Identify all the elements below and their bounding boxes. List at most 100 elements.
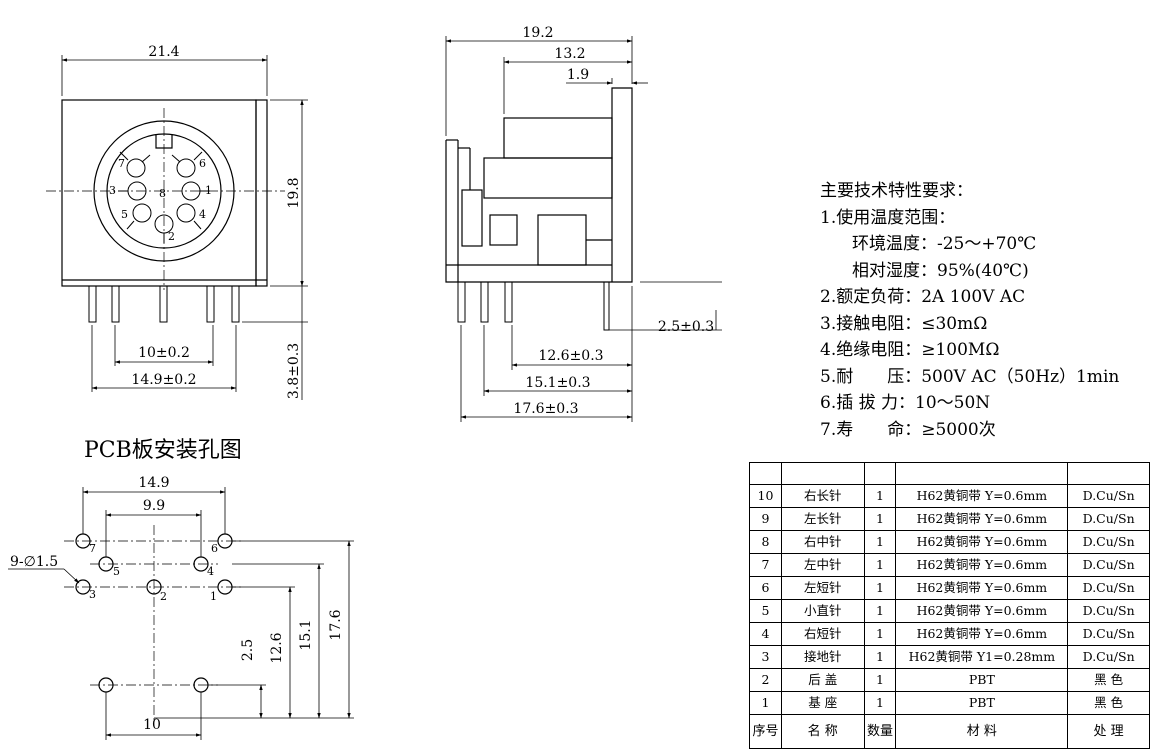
table-row-blank <box>749 462 1150 485</box>
cell: D.Cu/Sn <box>1067 645 1150 669</box>
header-cell: 名 称 <box>780 714 865 749</box>
hole-number: 4 <box>207 565 214 578</box>
cell: PBT <box>895 691 1069 715</box>
cell: D.Cu/Sn <box>1067 599 1150 623</box>
cell: 黑 色 <box>1067 668 1150 692</box>
cell: H62黄铜带 Y=0.6mm <box>895 530 1069 554</box>
spec-heading: 主要技术特性要求： <box>820 181 973 201</box>
housing-flange <box>255 99 268 287</box>
cell: H62黄铜带 Y=0.6mm <box>895 622 1069 646</box>
spec-line: 7.寿 命：≥5000次 <box>820 419 996 440</box>
side-dim-17-6-label: 17.6±0.3 <box>513 401 578 417</box>
pcb-width-outer-label: 14.9 <box>138 475 169 491</box>
contact-pins <box>118 151 210 243</box>
side-depth-label: 19.2 <box>522 25 553 41</box>
side-dim-12-6-label: 12.6±0.3 <box>538 348 603 364</box>
front-pitch-inner-label: 10±0.2 <box>138 345 190 361</box>
spec-line: 相对湿度：95%(40℃) <box>852 260 1029 281</box>
cell: 7 <box>749 553 782 577</box>
pin-number: 7 <box>118 157 125 170</box>
cell: 左短针 <box>780 576 865 600</box>
cell: H62黄铜带 Y=0.6mm <box>895 484 1069 508</box>
cell: 接地针 <box>780 645 865 669</box>
header-cell: 材 料 <box>895 714 1069 749</box>
pin-number: 1 <box>205 184 212 197</box>
front-width-label: 21.4 <box>148 44 179 60</box>
header-cell: 数量 <box>863 714 897 749</box>
cell: 3 <box>749 645 782 669</box>
side-ground-pin-label: 2.5±0.3 <box>658 319 714 335</box>
cell: D.Cu/Sn <box>1067 553 1150 577</box>
spec-line: 6.插 拔 力：10～50N <box>820 393 991 413</box>
pin-number: 5 <box>121 208 128 221</box>
cell: 左中针 <box>780 553 865 577</box>
front-pin-numbers: 7 6 3 8 1 5 4 2 <box>109 157 212 243</box>
front-height-label: 19.8 <box>286 177 302 208</box>
pcb-hole-labels: 7 6 5 4 3 2 1 <box>89 542 218 603</box>
spec-line: 5.耐 压：500V AC（50Hz）1min <box>820 366 1120 387</box>
cell: 5 <box>749 599 782 623</box>
pcb-hole-spec-label: 9-∅1.5 <box>10 554 58 570</box>
pcb-vdim-15-1: 15.1 <box>298 619 314 650</box>
pcb-dimensions <box>8 487 354 740</box>
hole-number: 7 <box>89 542 96 555</box>
hole-number: 3 <box>89 588 96 601</box>
header-cell: 序号 <box>749 714 782 749</box>
cell: 4 <box>749 622 782 646</box>
front-pitch-outer-label: 14.9±0.2 <box>131 372 196 388</box>
pin-number: 3 <box>109 184 116 197</box>
cell: 基 座 <box>780 691 865 715</box>
pin-number: 6 <box>199 157 206 170</box>
pcb-vdim-17-6: 17.6 <box>328 609 344 640</box>
cell: 1 <box>863 599 897 623</box>
cell: 1 <box>863 530 897 554</box>
pin-number: 2 <box>168 230 175 243</box>
cell: D.Cu/Sn <box>1067 622 1150 646</box>
side-dim-15-1-label: 15.1±0.3 <box>525 375 590 391</box>
spec-line: 环境温度：-25～+70℃ <box>852 234 1037 254</box>
cell: 1 <box>863 553 897 577</box>
pcb-bottom-dim-label: 10 <box>143 717 161 733</box>
front-view-dimensions <box>61 55 308 400</box>
side-view-dimensions <box>445 36 722 422</box>
cell: PBT <box>895 668 1069 692</box>
header-cell: 处 理 <box>1067 714 1150 749</box>
cell: 9 <box>749 507 782 531</box>
front-view <box>46 99 285 323</box>
pin-number: 8 <box>159 187 166 200</box>
cell: 10 <box>749 484 782 508</box>
front-pin-length-label: 3.8±0.3 <box>286 343 302 399</box>
cell: 1 <box>863 622 897 646</box>
cell: 1 <box>863 507 897 531</box>
hole-number: 2 <box>160 590 167 603</box>
spec-line: 1.使用温度范围： <box>820 207 956 228</box>
cell: 8 <box>749 530 782 554</box>
side-flange-label: 1.9 <box>567 67 589 83</box>
cell: 小直针 <box>780 599 865 623</box>
cell: D.Cu/Sn <box>1067 484 1150 508</box>
cell: 1 <box>863 691 897 715</box>
cell: H62黄铜带 Y=0.6mm <box>895 507 1069 531</box>
cell: 1 <box>749 691 782 715</box>
hole-number: 5 <box>113 565 120 578</box>
cell: H62黄铜带 Y1=0.28mm <box>895 645 1069 669</box>
hole-number: 6 <box>211 542 218 555</box>
cell: 1 <box>863 645 897 669</box>
cell: 左长针 <box>780 507 865 531</box>
cell: 1 <box>863 668 897 692</box>
front-pins <box>88 285 240 323</box>
cell: 右短针 <box>780 622 865 646</box>
cell: H62黄铜带 Y=0.6mm <box>895 599 1069 623</box>
cell: 1 <box>863 576 897 600</box>
spec-block: 主要技术特性要求： 1.使用温度范围： 环境温度：-25～+70℃ 相对湿度：9… <box>820 178 1119 443</box>
cell: 右中针 <box>780 530 865 554</box>
cell: 后 盖 <box>780 668 865 692</box>
